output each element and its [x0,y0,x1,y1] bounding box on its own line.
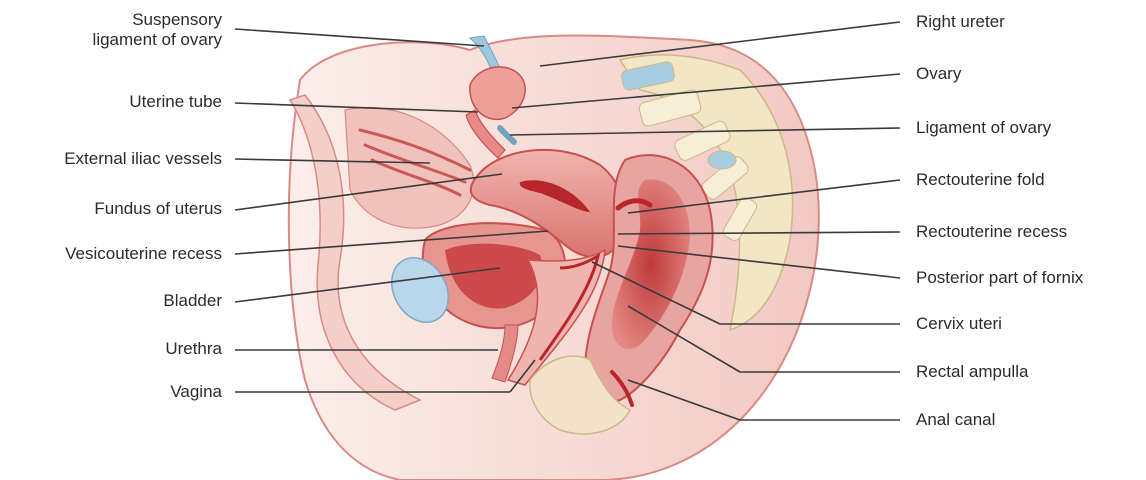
label-external-iliac-vessels: External iliac vessels [64,149,222,169]
label-line: Rectouterine fold [916,170,1045,190]
label-line: Cervix uteri [916,314,1002,334]
label-line: Rectal ampulla [916,362,1028,382]
label-rectouterine-fold: Rectouterine fold [916,170,1045,190]
label-rectal-ampulla: Rectal ampulla [916,362,1028,382]
label-posterior-part-of-fornix: Posterior part of fornix [916,268,1083,288]
label-suspensory-ligament-of-ovary: Suspensory ligament of ovary [93,10,222,50]
label-line: Ligament of ovary [916,118,1051,138]
label-vesicouterine-recess: Vesicouterine recess [65,244,222,264]
label-urethra: Urethra [165,339,222,359]
label-line: External iliac vessels [64,149,222,169]
label-ovary: Ovary [916,64,961,84]
label-line: Vagina [170,382,222,402]
label-line: Uterine tube [129,92,222,112]
label-fundus-of-uterus: Fundus of uterus [94,199,222,219]
label-ligament-of-ovary: Ligament of ovary [916,118,1051,138]
label-uterine-tube: Uterine tube [129,92,222,112]
label-line: Urethra [165,339,222,359]
label-line: Bladder [163,291,222,311]
label-anal-canal: Anal canal [916,410,995,430]
label-line: ligament of ovary [93,30,222,50]
label-line: Rectouterine recess [916,222,1067,242]
label-line: Ovary [916,64,961,84]
label-line: Anal canal [916,410,995,430]
label-line: Suspensory [93,10,222,30]
label-line: Vesicouterine recess [65,244,222,264]
label-bladder: Bladder [163,291,222,311]
label-vagina: Vagina [170,382,222,402]
label-line: Posterior part of fornix [916,268,1083,288]
label-rectouterine-recess: Rectouterine recess [916,222,1067,242]
label-line: Fundus of uterus [94,199,222,219]
label-right-ureter: Right ureter [916,12,1005,32]
label-line: Right ureter [916,12,1005,32]
label-cervix-uteri: Cervix uteri [916,314,1002,334]
